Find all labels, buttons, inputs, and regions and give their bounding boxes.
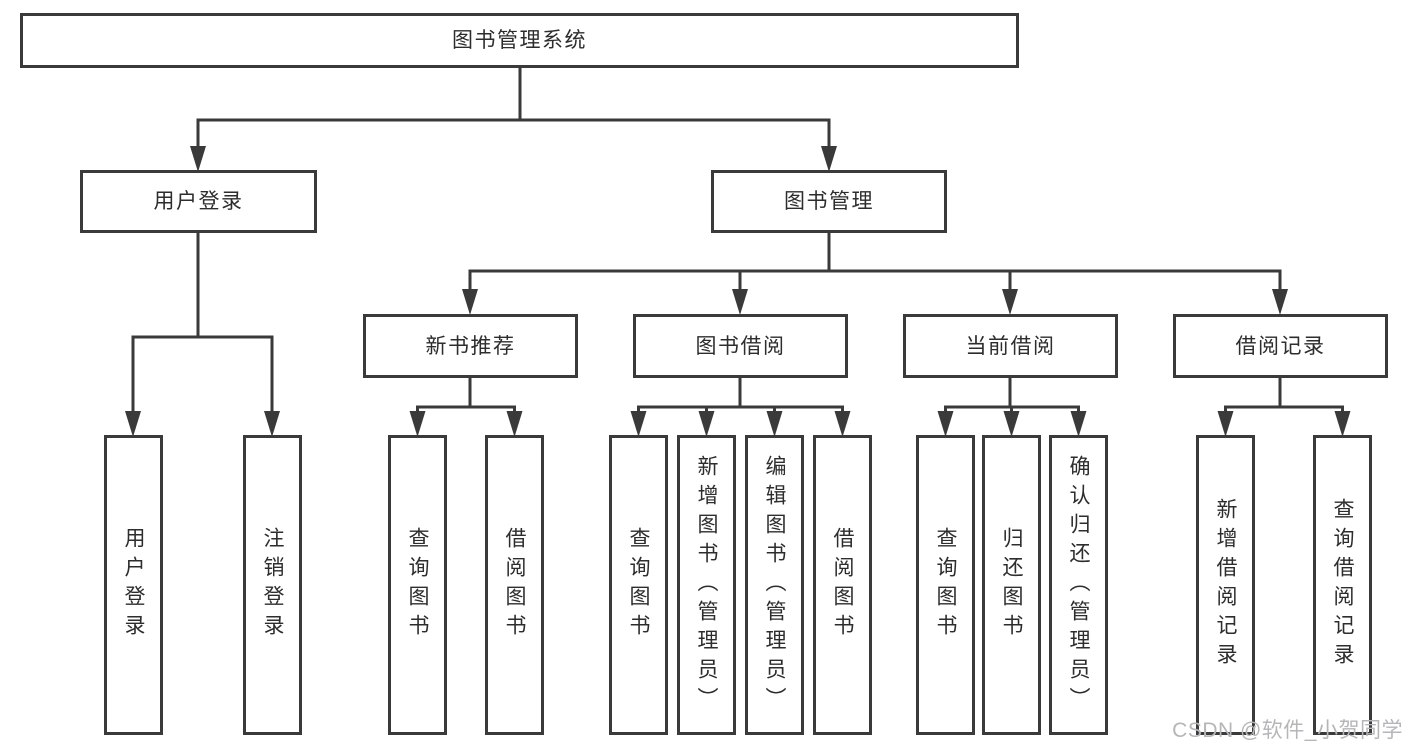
node-leaf-query-borrow-record: 查询借阅记录 <box>1313 435 1372 735</box>
node-leaf-add-book-admin: 新增图书（管理员） <box>677 435 736 735</box>
node-leaf-edit-book-admin: 编辑图书（管理员） <box>745 435 804 735</box>
connector-new-book-recommend-to-leaves <box>409 378 523 437</box>
watermark-text: CSDN @软件_小贺同学 <box>1172 719 1403 742</box>
node-leaf-borrow-books: 借阅图书 <box>813 435 872 735</box>
node-leaf-confirm-return-admin: 确认归还（管理员） <box>1049 435 1108 735</box>
node-leaf-add-borrow-record: 新增借阅记录 <box>1196 435 1255 735</box>
node-current-borrow: 当前借阅 <box>903 314 1118 378</box>
node-leaf-query-books-recommend: 查询图书 <box>388 435 447 735</box>
node-leaf-logout: 注销登录 <box>243 435 302 735</box>
node-leaf-query-books-borrow: 查询图书 <box>609 435 668 735</box>
node-borrow-records: 借阅记录 <box>1173 314 1388 378</box>
node-user-login: 用户登录 <box>80 170 317 233</box>
connector-borrow-records-to-leaves <box>1217 378 1351 437</box>
connector-user-login-to-leaves <box>125 233 280 437</box>
node-leaf-return-books: 归还图书 <box>982 435 1041 735</box>
connector-root-to-level2 <box>190 68 837 172</box>
connector-book-management-to-level3 <box>462 233 1288 315</box>
node-new-book-recommend: 新书推荐 <box>363 314 578 378</box>
node-leaf-borrow-books-recommend: 借阅图书 <box>485 435 544 735</box>
connector-book-borrow-to-leaves <box>630 378 851 437</box>
node-book-borrow: 图书借阅 <box>633 314 848 378</box>
connector-current-borrow-to-leaves <box>937 378 1087 437</box>
node-leaf-query-books-current: 查询图书 <box>916 435 975 735</box>
node-root: 图书管理系统 <box>20 13 1019 68</box>
node-book-management: 图书管理 <box>711 170 947 233</box>
node-leaf-user-login: 用户登录 <box>104 435 163 735</box>
